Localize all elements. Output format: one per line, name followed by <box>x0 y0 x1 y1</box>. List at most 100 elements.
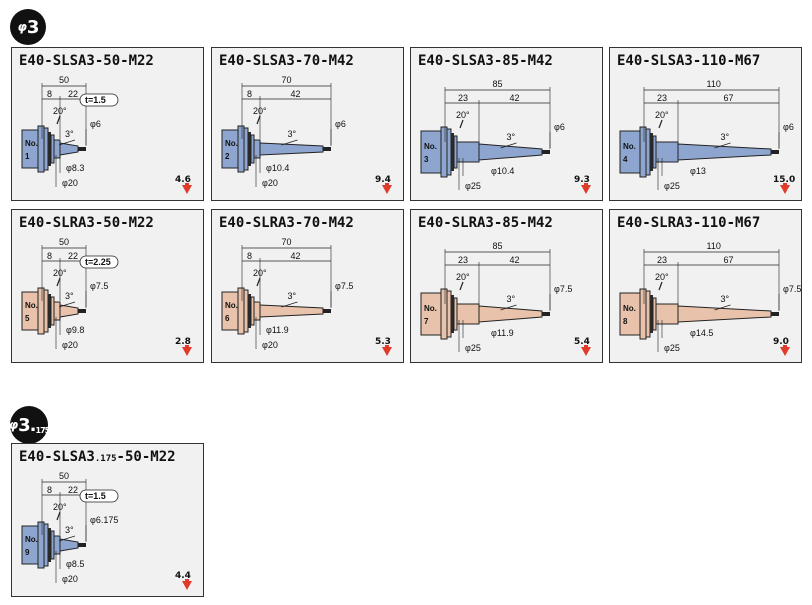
flange-ring <box>243 289 249 333</box>
weight-value: 9.3 <box>574 175 590 185</box>
down-arrow-stem <box>783 183 787 186</box>
title-rest: -50-M22 <box>116 449 176 465</box>
no-label: No. <box>623 142 636 151</box>
dim-b: 42 <box>510 93 520 103</box>
angle-marker <box>459 119 464 129</box>
down-arrow-icon <box>182 185 192 194</box>
down-arrow-icon <box>382 347 392 356</box>
card-title: E40-SLRA3-85-M42 <box>418 215 553 231</box>
down-arrow-icon <box>780 185 790 194</box>
angle-marker <box>658 119 663 129</box>
holder-collar <box>440 288 448 340</box>
angle-marker <box>56 277 61 287</box>
dim-b: 42 <box>291 89 301 99</box>
title-small: .175 <box>94 454 117 464</box>
taper-shank <box>59 538 79 552</box>
flange-ring-dark <box>650 295 653 333</box>
t-callout: t=2.25 <box>85 257 111 267</box>
flange-ring <box>243 127 249 171</box>
dim-total: 70 <box>282 75 292 85</box>
dim-d1: φ10.4 <box>266 163 289 173</box>
taper-shank <box>478 305 543 323</box>
dim-tip-diameter: φ7.5 <box>90 281 108 291</box>
angle-marker <box>56 115 61 125</box>
cutting-tip <box>78 309 86 313</box>
weight-value: 9.0 <box>773 337 789 347</box>
dim-angle-20: 20° <box>655 110 669 120</box>
flange-ring-dark <box>48 132 51 166</box>
flange-ring-dark <box>248 132 251 166</box>
phi-symbol: φ <box>8 418 18 432</box>
holder-number: 3 <box>424 155 429 164</box>
dim-tip-diameter: φ7.5 <box>554 284 572 294</box>
title-main: E40-SLSA3 <box>19 449 95 465</box>
taper-leader <box>58 301 76 308</box>
flange-ring <box>43 127 49 171</box>
angle-marker <box>459 281 464 291</box>
straight-nose <box>53 535 61 555</box>
no-label: No. <box>225 301 238 310</box>
no-label: No. <box>25 535 38 544</box>
dim-taper-3: 3° <box>65 129 74 139</box>
dim-taper-3: 3° <box>65 525 74 535</box>
dim-total: 50 <box>59 75 69 85</box>
down-arrow-stem <box>185 345 189 348</box>
down-arrow-icon <box>581 347 591 356</box>
taper-shank <box>59 304 79 318</box>
holder-collar <box>237 125 245 173</box>
dim-angle-20: 20° <box>53 502 67 512</box>
dim-d1: φ14.5 <box>690 328 713 338</box>
t-callout: t=1.5 <box>85 95 106 105</box>
dim-angle-20: 20° <box>655 272 669 282</box>
holder-number: 9 <box>25 548 30 557</box>
dim-b: 22 <box>68 251 78 261</box>
cutting-tip <box>78 147 86 151</box>
no-label: No. <box>424 304 437 313</box>
straight-nose <box>53 301 61 321</box>
dim-taper-3: 3° <box>721 294 730 304</box>
card-title: E40-SLSA3-70-M42 <box>219 53 354 69</box>
dim-tip-diameter: φ6 <box>90 119 101 129</box>
taper-leader <box>58 139 76 146</box>
angle-marker <box>658 281 663 291</box>
dim-angle-20: 20° <box>456 272 470 282</box>
down-arrow-icon <box>182 347 192 356</box>
weight-value: 5.3 <box>375 337 391 347</box>
holder-collar <box>440 126 448 178</box>
down-arrow-icon <box>182 581 192 590</box>
holder-collar <box>237 287 245 335</box>
section-badge-phi3-175: φ 3. 175 <box>8 406 50 444</box>
dim-tip-diameter: φ6 <box>335 119 346 129</box>
dim-total: 85 <box>493 241 503 251</box>
dim-total: 110 <box>707 241 721 251</box>
flange-ring <box>43 289 49 333</box>
straight-nose <box>253 139 261 159</box>
dim-b: 42 <box>510 255 520 265</box>
card-title: E40-SLRA3-50-M22 <box>19 215 154 231</box>
holder-number: 2 <box>225 152 230 161</box>
t-callout: t=1.5 <box>85 491 106 501</box>
card-title: E40-SLSA3-50-M22 <box>19 53 154 69</box>
dim-d2: φ20 <box>62 178 78 188</box>
taper-leader <box>58 535 76 542</box>
down-arrow-stem <box>584 183 588 186</box>
cutting-tip <box>323 309 331 313</box>
flange-ring-dark <box>650 133 653 171</box>
dim-d2: φ25 <box>465 343 481 353</box>
weight-value: 5.4 <box>574 337 590 347</box>
dim-total: 110 <box>707 79 721 89</box>
holder-number: 7 <box>424 317 429 326</box>
dim-a: 8 <box>247 89 252 99</box>
section-value: 3 <box>26 16 39 38</box>
down-arrow-stem <box>385 183 389 186</box>
dim-angle-20: 20° <box>253 106 267 116</box>
weight-value: 2.8 <box>175 337 191 347</box>
holder-collar <box>37 287 45 335</box>
card-title: E40-SLSA3.175-50-M22 <box>19 449 176 465</box>
